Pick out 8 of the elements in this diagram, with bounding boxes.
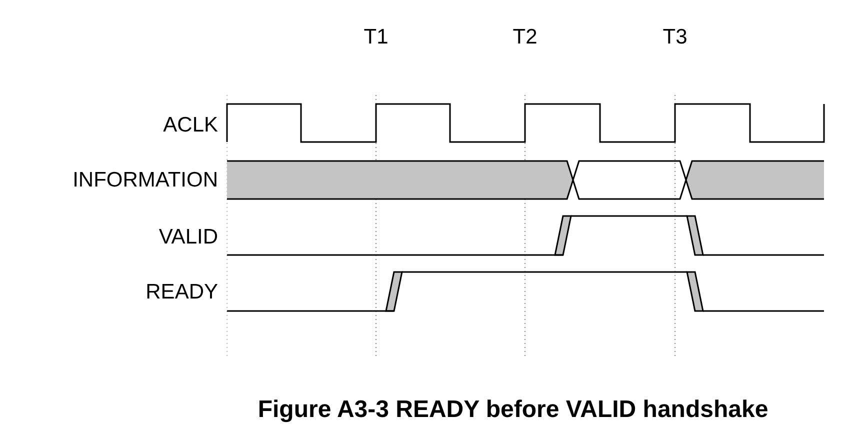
time-marker-label: T1 xyxy=(364,26,388,48)
signal-name: INFORMATION xyxy=(72,170,218,190)
signal-name: ACLK xyxy=(163,114,218,136)
time-marker-label: T3 xyxy=(662,26,688,48)
signal-name: READY xyxy=(146,282,218,302)
signal-name: VALID xyxy=(158,226,218,248)
time-marker-label: T2 xyxy=(512,26,538,48)
figure-caption: Figure A3-3 READY before VALID handshake xyxy=(258,398,768,422)
